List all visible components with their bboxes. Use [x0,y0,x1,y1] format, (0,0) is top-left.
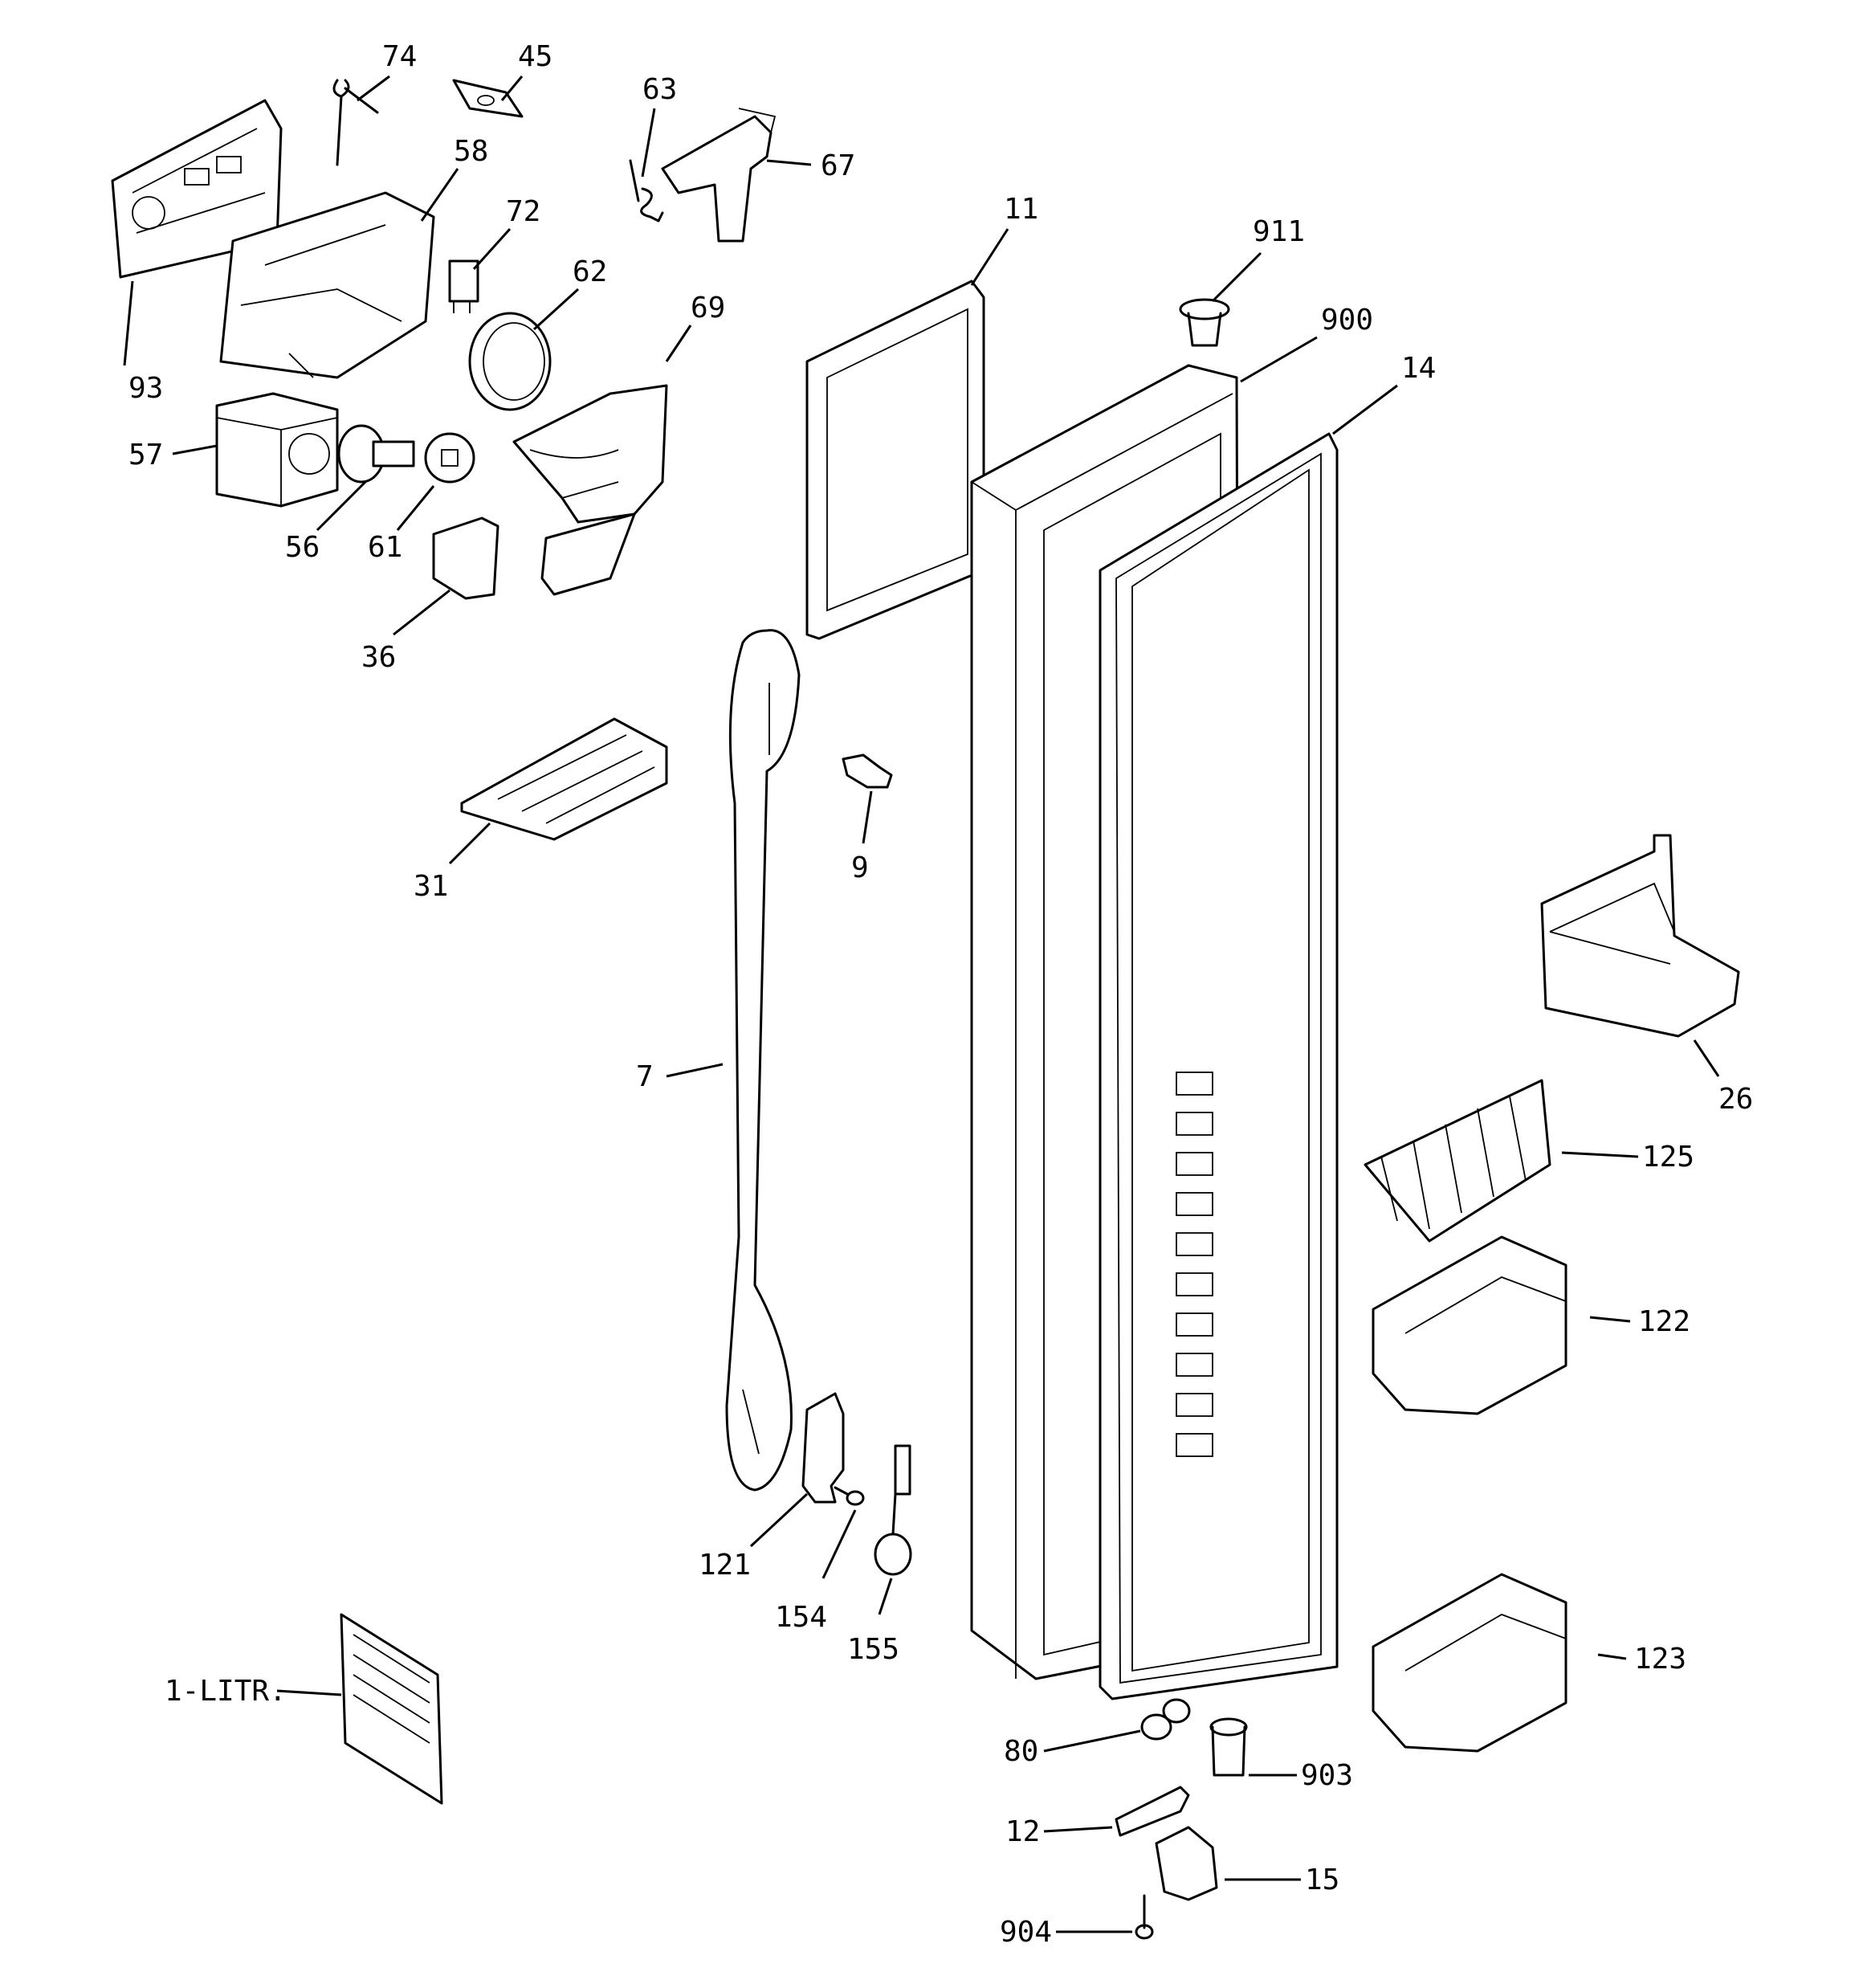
callout-45: 45 [518,40,552,73]
callout-121: 121 [699,1549,751,1582]
part-1-litr-booklet [340,1613,443,1805]
part-9-stud [842,753,893,789]
callout-154: 154 [775,1601,827,1634]
part-62-ring [468,312,552,411]
callout-62: 62 [573,255,607,288]
part-15-bracket [1155,1826,1218,1901]
callout-911: 911 [1253,215,1305,248]
part-31-grille [460,717,668,841]
callout-155: 155 [847,1633,899,1666]
part-61-gear [424,432,475,484]
callout-903: 903 [1301,1759,1353,1792]
callout-11: 11 [1004,193,1038,226]
part-57-motor [215,392,339,508]
callout-12: 12 [1005,1815,1040,1848]
part-154-screw [834,1486,865,1506]
part-26-cover [1540,834,1740,1038]
callout-58: 58 [454,135,488,168]
callout-67: 67 [821,149,855,182]
callout-122: 122 [1638,1305,1690,1338]
callout-56: 56 [285,531,320,564]
callout-93: 93 [128,372,163,405]
part-56-coupler [337,424,415,484]
callout-15: 15 [1305,1863,1339,1896]
part-7-handle [725,629,801,1492]
callout-26: 26 [1718,1083,1753,1116]
callout-36: 36 [361,641,396,674]
callout-69: 69 [691,292,725,325]
part-67-bracket [661,108,777,243]
callout-63: 63 [642,73,677,106]
callout-72: 72 [506,195,540,228]
part-12-plate [1115,1786,1190,1837]
part-58-housing [219,191,435,379]
part-121-hinge [801,1392,845,1504]
callout-14: 14 [1401,352,1436,385]
callout-31: 31 [414,870,448,903]
part-45-bracket [452,79,524,118]
callout-123: 123 [1634,1643,1686,1676]
part-123-bin [1372,1573,1567,1753]
callout-900: 900 [1321,304,1373,337]
part-69-chute [512,384,668,596]
part-11-door-frame [805,280,985,640]
part-63-spring [629,159,664,222]
part-80-bushing [1140,1698,1191,1741]
part-911-bushing [1179,298,1230,347]
part-36-bracket [432,516,499,600]
part-904-screw [1135,1894,1154,1940]
part-14-gasket [1099,432,1339,1700]
callout-57: 57 [128,439,163,471]
callout-80: 80 [1004,1735,1038,1768]
part-125-basket [1364,1079,1551,1243]
callout-125: 125 [1642,1141,1694,1174]
callout-61: 61 [368,531,402,564]
part-74-spring [332,79,379,166]
part-155-key [874,1444,912,1576]
callout-labels: 74 45 63 67 58 72 62 69 11 911 900 14 93… [128,40,1753,1949]
leader-lines [123,75,1720,1933]
callout-74: 74 [382,40,417,73]
callout-1-litr: 1-LITR. [165,1675,287,1708]
part-122-bin [1372,1235,1567,1415]
callout-9: 9 [851,851,869,884]
part-903-pin [1209,1717,1248,1777]
part-72-switch [448,259,479,313]
callout-904: 904 [1000,1916,1052,1949]
callout-7: 7 [636,1060,654,1093]
part-93-control-panel [111,99,283,279]
